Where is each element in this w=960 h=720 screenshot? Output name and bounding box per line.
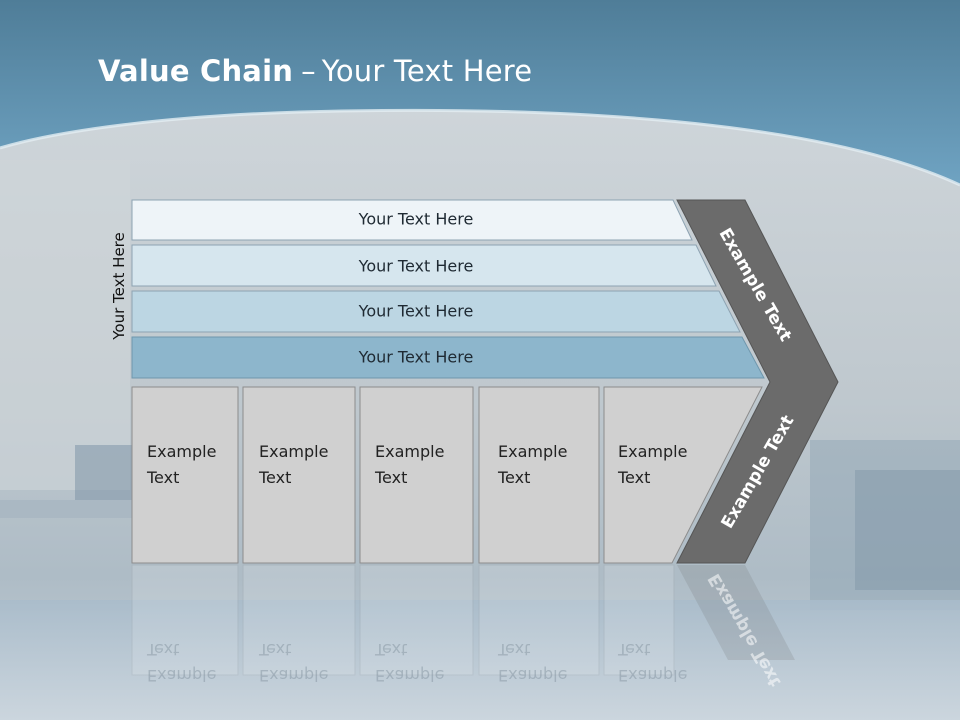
column-2-label: Example Text [259, 439, 359, 491]
column-5-line-2: Text [618, 468, 651, 487]
chevron-reflection [677, 565, 795, 660]
top-bar-1 [131, 199, 693, 241]
top-bar-3 [131, 290, 741, 333]
top-bar-4 [131, 336, 765, 379]
column-4-line-2: Text [498, 468, 531, 487]
column-box-1 [131, 386, 239, 564]
column-3-line-2: Text [375, 468, 408, 487]
column-2-line-2: Text [259, 468, 292, 487]
top-bar-2-label: Your Text Here [358, 256, 474, 276]
column-reflections [131, 564, 675, 676]
vertical-label: Your Text Here [110, 232, 128, 340]
top-bar-2 [131, 244, 717, 287]
column-2-line-1: Example [259, 442, 329, 461]
top-bar-1-label: Your Text Here [358, 209, 474, 229]
column-5-line-1: Example [618, 442, 688, 461]
column-box-4 [478, 386, 600, 564]
title-rest: Your Text Here [321, 54, 533, 88]
column-3-line-1: Example [375, 442, 445, 461]
column-box-3 [359, 386, 474, 564]
slide-title: Value Chain–Your Text Here [98, 54, 532, 88]
column-4-label: Example Text [498, 439, 598, 491]
top-bar-3-label: Your Text Here [358, 301, 474, 321]
top-bar-4-label: Your Text Here [358, 347, 474, 367]
column-1-label: Example Text [147, 439, 247, 491]
column-1-line-2: Text [147, 468, 180, 487]
chevron-arrow [676, 199, 839, 564]
column-box-2 [242, 386, 356, 564]
column-5-label: Example Text [618, 439, 718, 491]
column-3-label: Example Text [375, 439, 475, 491]
column-box-5 [603, 386, 763, 564]
title-bold: Value Chain [98, 54, 294, 88]
column-4-line-1: Example [498, 442, 568, 461]
title-dash: – [301, 54, 316, 88]
column-1-line-1: Example [147, 442, 217, 461]
